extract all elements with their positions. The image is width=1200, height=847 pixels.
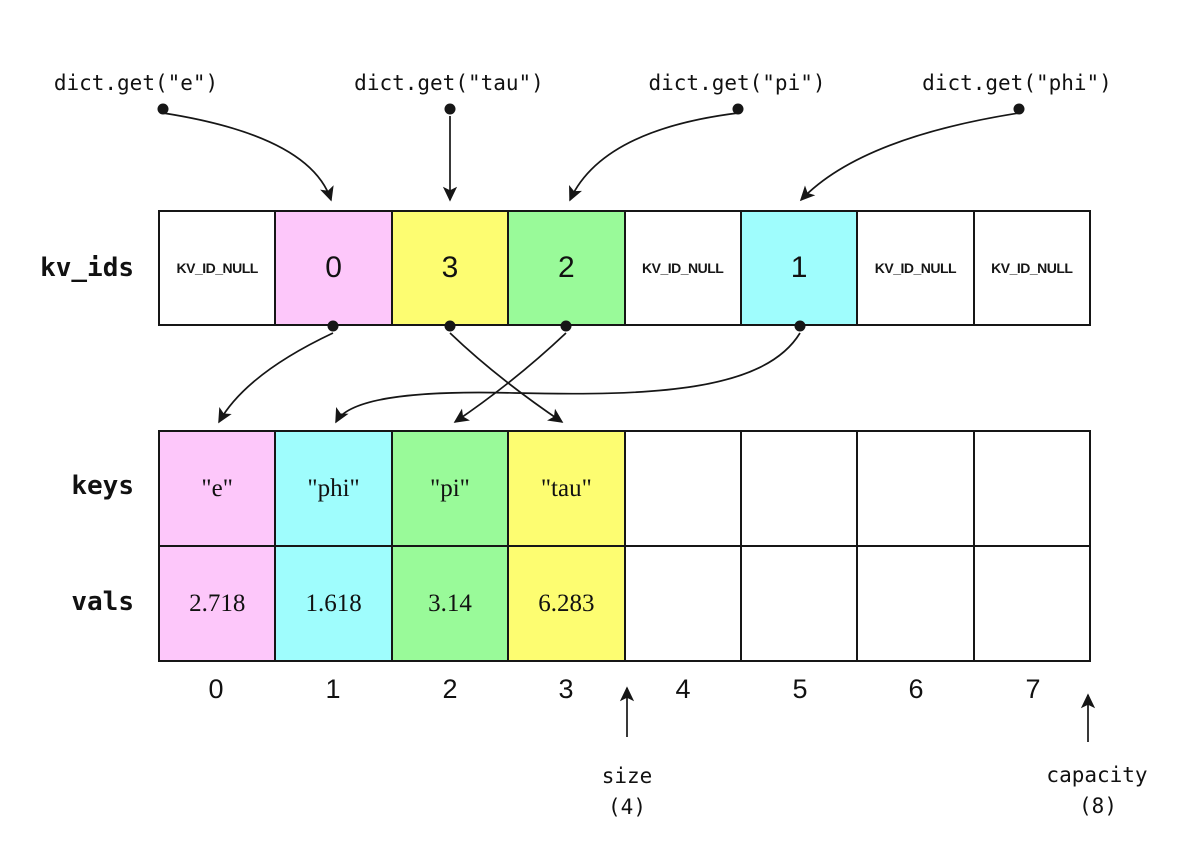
key-text: "phi" bbox=[307, 474, 360, 502]
arrow-slot3-to-entry2 bbox=[453, 332, 567, 423]
size-label: size bbox=[601, 764, 653, 788]
kv-ids-cell-1: 0 bbox=[274, 212, 391, 324]
kv-ids-cell-5: 1 bbox=[739, 212, 857, 324]
call-label-phi: dict.get("phi") bbox=[922, 71, 1112, 95]
key-text: "e" bbox=[201, 474, 233, 502]
arrow-slot1-to-entry0 bbox=[218, 332, 334, 424]
vals-cell-1: 1.618 bbox=[274, 547, 391, 660]
vals-cell-6 bbox=[856, 547, 973, 660]
index-label-0: 0 bbox=[208, 674, 224, 704]
keys-cell-0: "e" bbox=[160, 432, 275, 545]
kv-id-value: 1 bbox=[790, 251, 808, 284]
index-label-3: 3 bbox=[558, 674, 574, 704]
index-label-7: 7 bbox=[1025, 674, 1041, 704]
key-text: "pi" bbox=[430, 474, 470, 502]
size-value: (4) bbox=[608, 795, 646, 819]
call-label-tau: dict.get("tau") bbox=[354, 71, 544, 95]
dot-call-phi bbox=[1013, 103, 1025, 115]
vals-cell-3: 6.283 bbox=[507, 547, 624, 660]
vals-cell-4 bbox=[623, 547, 740, 660]
arrow-e-to-slot1 bbox=[162, 112, 334, 202]
keys-cell-7 bbox=[972, 432, 1089, 545]
call-label-pi: dict.get("pi") bbox=[648, 71, 826, 95]
keys-cell-4 bbox=[623, 432, 740, 545]
kv-ids-cell-4: KV_ID_NULL bbox=[623, 212, 740, 324]
vals-cell-7 bbox=[972, 547, 1089, 660]
keys-cell-6 bbox=[856, 432, 973, 545]
key-text: "tau" bbox=[540, 474, 592, 502]
val-text: 2.718 bbox=[189, 589, 246, 617]
arrow-phi-to-slot5 bbox=[799, 112, 1020, 202]
kv-ids-cell-6: KV_ID_NULL bbox=[856, 212, 973, 324]
capacity-value: (8) bbox=[1079, 794, 1117, 818]
kv-id-null-text: KV_ID_NULL bbox=[176, 260, 259, 276]
keys-cell-5 bbox=[739, 432, 857, 545]
kv-id-value: 2 bbox=[557, 251, 575, 284]
keys-cell-3: "tau" bbox=[507, 432, 624, 545]
arrow-slot2-to-entry3 bbox=[449, 332, 564, 423]
val-text: 1.618 bbox=[305, 589, 362, 617]
arrow-pi-to-slot3 bbox=[569, 112, 739, 202]
val-text: 6.283 bbox=[538, 589, 595, 617]
index-label-1: 1 bbox=[325, 674, 341, 704]
vals-cell-2: 3.14 bbox=[390, 547, 508, 660]
vals-array: 2.718 1.618 3.14 6.283 bbox=[160, 545, 1089, 660]
call-label-e: dict.get("e") bbox=[53, 71, 219, 95]
val-text: 3.14 bbox=[428, 589, 472, 617]
keys-cell-2: "pi" bbox=[390, 432, 508, 545]
kv-id-null-text: KV_ID_NULL bbox=[991, 260, 1073, 276]
index-label-6: 6 bbox=[908, 674, 924, 704]
kv-id-value: 0 bbox=[325, 251, 342, 284]
index-label-2: 2 bbox=[442, 674, 458, 704]
dot-call-e bbox=[157, 103, 169, 115]
keys-row-label: keys bbox=[71, 471, 134, 501]
vals-cell-0: 2.718 bbox=[160, 547, 275, 660]
dot-call-pi bbox=[732, 103, 744, 115]
vals-cell-5 bbox=[739, 547, 857, 660]
kv-ids-array: KV_ID_NULL 0 3 2 KV_ID_NULL 1 KV_ID_NULL… bbox=[158, 210, 1091, 326]
entries-table: "e" "phi" "pi" "tau" 2.718 1.618 3.14 6.… bbox=[158, 430, 1091, 662]
arrow-slot5-to-entry1 bbox=[335, 332, 801, 424]
index-label-5: 5 bbox=[792, 674, 808, 704]
kv-id-null-text: KV_ID_NULL bbox=[642, 260, 724, 276]
kv-ids-cell-7: KV_ID_NULL bbox=[972, 212, 1089, 324]
kv-ids-row-label: kv_ids bbox=[40, 253, 134, 283]
keys-cell-1: "phi" bbox=[274, 432, 391, 545]
vals-row-label: vals bbox=[71, 587, 134, 617]
kv-ids-cell-2: 3 bbox=[390, 212, 508, 324]
kv-ids-cell-0: KV_ID_NULL bbox=[160, 212, 275, 324]
index-label-4: 4 bbox=[675, 674, 691, 704]
kv-ids-cell-3: 2 bbox=[507, 212, 624, 324]
kv-id-value: 3 bbox=[441, 251, 459, 284]
capacity-label: capacity bbox=[1046, 763, 1148, 787]
kv-id-null-text: KV_ID_NULL bbox=[874, 260, 957, 276]
dot-call-tau bbox=[444, 103, 456, 115]
keys-array: "e" "phi" "pi" "tau" bbox=[160, 432, 1089, 545]
